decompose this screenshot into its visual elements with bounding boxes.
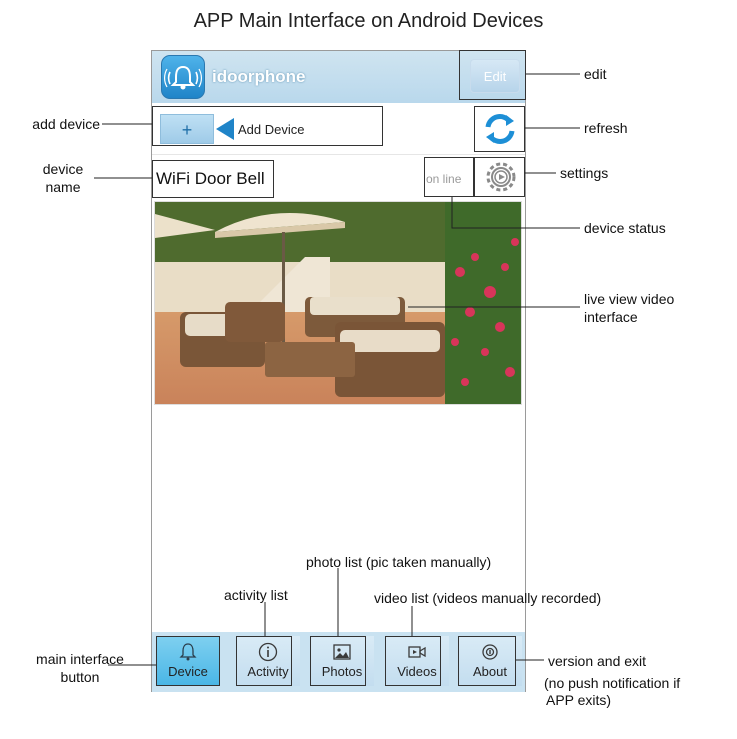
videos-nav-highlight-box <box>385 636 441 686</box>
picture-icon <box>332 642 352 662</box>
about-nav-highlight-box <box>458 636 516 686</box>
refresh-callout: refresh <box>584 120 628 136</box>
refresh-icon[interactable] <box>476 107 524 151</box>
settings-callout: settings <box>560 165 609 181</box>
activity-nav-highlight-box <box>236 636 292 686</box>
nav-label: Photos <box>321 664 363 679</box>
version-exit-callout-line3: APP exits) <box>546 692 612 708</box>
version-exit-callout-line2: (no push notification if <box>544 675 681 691</box>
live-view-callout-line2: interface <box>584 309 638 325</box>
nav-label: Activity <box>247 664 289 679</box>
edit-button[interactable]: Edit <box>470 59 520 93</box>
status-highlight-box <box>424 157 474 197</box>
add-device-callout: add device <box>32 116 100 132</box>
about-icon <box>480 642 500 662</box>
device-name[interactable]: WiFi Door Bell <box>156 169 265 188</box>
divider <box>152 154 525 155</box>
device-name-highlight-box <box>152 160 274 198</box>
device-status-callout: device status <box>584 220 666 236</box>
edit-callout: edit <box>584 66 607 82</box>
device-name-callout-line2: name <box>45 179 81 195</box>
bell-icon <box>178 642 198 662</box>
video-camera-icon <box>407 642 427 662</box>
nav-videos-button[interactable]: Videos <box>385 636 449 686</box>
live-view-video[interactable] <box>154 201 522 405</box>
refresh-highlight-box <box>474 106 525 152</box>
nav-label: About <box>473 664 507 679</box>
settings-gear-icon[interactable] <box>478 158 524 196</box>
video-list-callout: video list (videos manually recorded) <box>374 590 602 606</box>
nav-label: Videos <box>397 664 437 679</box>
activity-list-callout: activity list <box>224 587 288 603</box>
photos-nav-highlight-box <box>310 636 366 686</box>
info-icon <box>258 642 278 662</box>
live-view-callout-line1: live view video <box>584 291 675 307</box>
settings-highlight-box <box>474 157 525 197</box>
add-device-button[interactable]: + <box>160 114 214 144</box>
diagram-title: APP Main Interface on Android Devices <box>193 10 544 32</box>
device-status: on line <box>426 172 462 186</box>
nav-photos-button[interactable]: Photos <box>310 636 374 686</box>
version-exit-callout-line1: version and exit <box>548 653 647 669</box>
app-header <box>152 51 525 103</box>
device-nav-highlight-box <box>156 636 220 686</box>
bell-logo-icon <box>161 55 205 99</box>
nav-label: Device <box>168 664 208 679</box>
photo-list-callout: photo list (pic taken manually) <box>306 554 492 570</box>
nav-device-button[interactable]: Device <box>156 636 220 686</box>
app-name: idoorphone <box>212 67 306 86</box>
add-device-label: Add Device <box>238 122 305 137</box>
device-name-callout-line1: device <box>42 161 84 177</box>
edit-highlight-box <box>459 50 526 100</box>
main-interface-callout-line2: button <box>60 669 100 685</box>
arrow-left-icon <box>216 118 234 145</box>
nav-activity-button[interactable]: Activity <box>236 636 300 686</box>
add-device-highlight-box <box>152 106 383 146</box>
main-interface-callout-line1: main interface <box>36 651 124 667</box>
nav-about-button[interactable]: About <box>458 636 522 686</box>
